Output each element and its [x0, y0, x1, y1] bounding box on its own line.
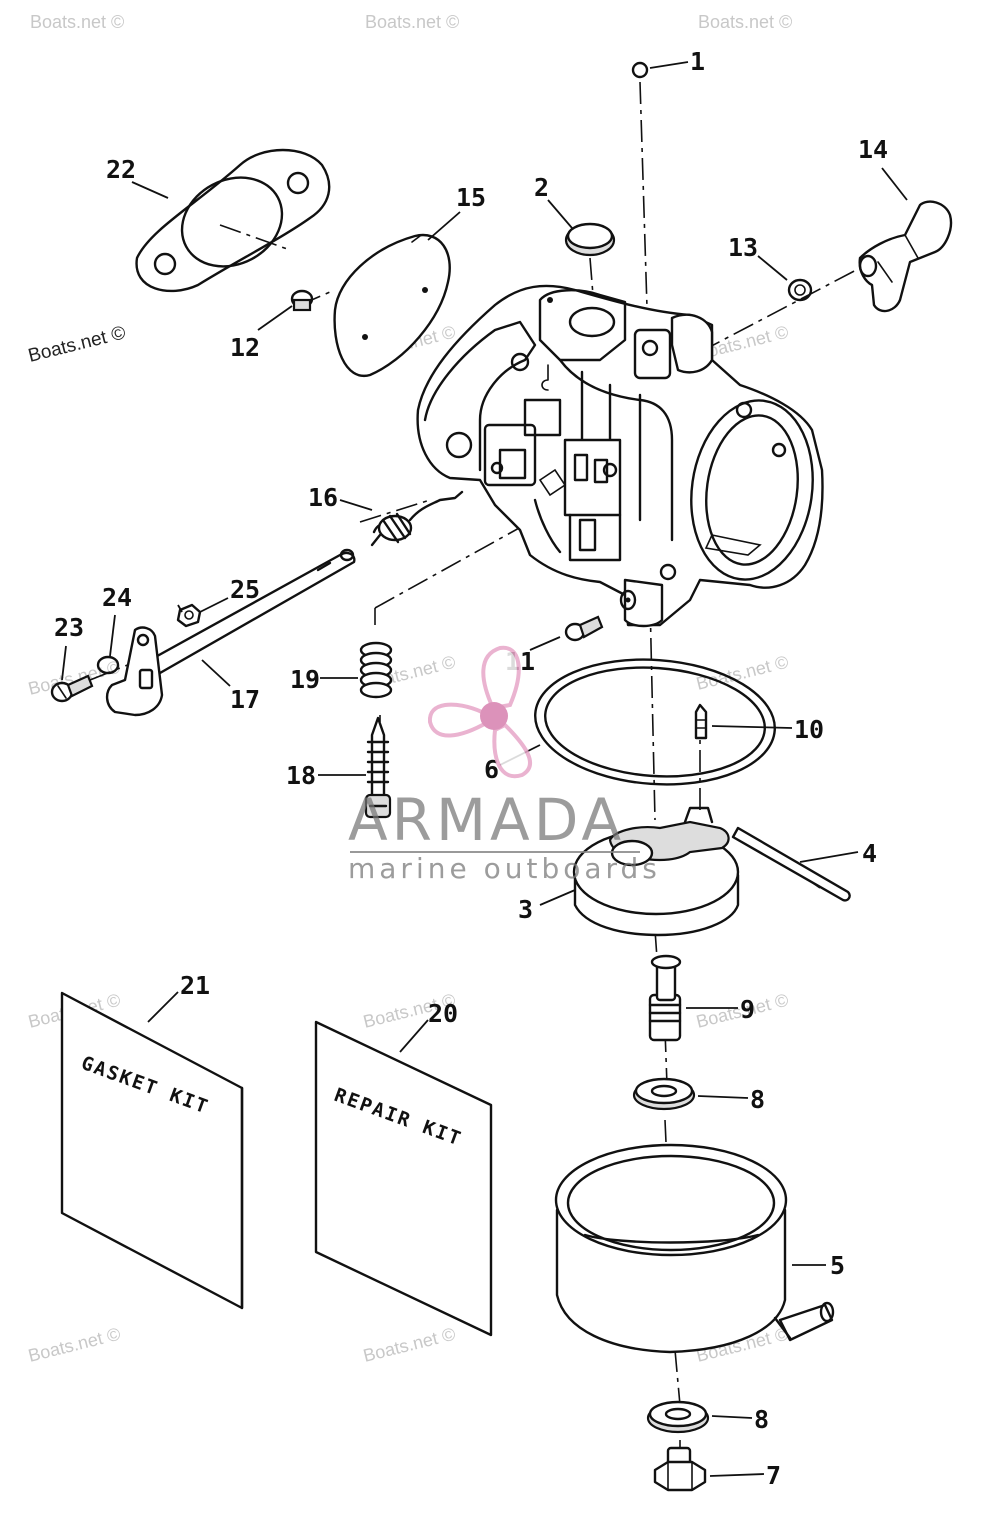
watermark: Boats.net © [26, 1324, 122, 1366]
callout-10: 10 [794, 715, 824, 744]
propeller-icon [427, 645, 533, 779]
float-pin-part-4 [731, 826, 851, 902]
armada-logo: ARMADA marine outboards [348, 645, 661, 885]
callout-20: 20 [428, 999, 458, 1028]
callout-3: 3 [518, 895, 533, 924]
watermark: Boats.net © [361, 1324, 457, 1366]
o-ring-part-13 [787, 278, 813, 302]
spring-part-19 [359, 641, 393, 699]
carburetor-body [416, 284, 824, 628]
screw-part-11 [564, 615, 604, 642]
callout-18: 18 [286, 761, 316, 790]
repair-kit-card-part-20: REPAIR KIT [314, 1020, 493, 1337]
brand-name: ARMADA [348, 786, 625, 854]
callout-13: 13 [728, 233, 758, 262]
callout-23: 23 [54, 613, 84, 642]
callout-8-lower: 8 [754, 1405, 769, 1434]
watermark: Boats.net © [30, 12, 124, 32]
watermark: Boats.net © [26, 322, 128, 366]
cover-plate-part-15 [333, 233, 451, 378]
washer-part-8-upper [632, 1077, 696, 1111]
throttle-shaft-part-17 [148, 548, 356, 675]
callout-12: 12 [230, 333, 260, 362]
callout-2: 2 [534, 173, 549, 202]
nut-part-25 [176, 603, 202, 628]
callout-25: 25 [230, 575, 260, 604]
callout-8-upper: 8 [750, 1085, 765, 1114]
watermark: Boats.net © [694, 652, 790, 694]
callout-16: 16 [308, 483, 338, 512]
callout-19: 19 [290, 665, 320, 694]
callout-14: 14 [858, 135, 888, 164]
callout-24: 24 [102, 583, 132, 612]
flange-gasket-part-22 [135, 148, 331, 293]
callout-4: 4 [862, 839, 877, 868]
callout-1: 1 [690, 47, 705, 76]
leader-lines [61, 61, 908, 1477]
drain-plug-part-7 [653, 1446, 707, 1492]
watermark: Boats.net © [365, 12, 459, 32]
throttle-lever-part-24 [96, 626, 164, 717]
inlet-needle-part-10 [694, 703, 708, 740]
screw-part-23 [50, 674, 94, 703]
callout-5: 5 [830, 1251, 845, 1280]
plug-part-2 [564, 222, 616, 257]
cap-part-1 [631, 61, 649, 79]
callout-6: 6 [484, 755, 499, 784]
mixture-needle-part-18 [364, 716, 392, 819]
float-bowl-part-5 [554, 1143, 835, 1354]
callout-numbers: 1 2 3 4 5 6 7 8 8 9 10 11 12 13 14 15 16… [54, 47, 888, 1490]
callout-17: 17 [230, 685, 260, 714]
gasket-kit-card-part-21: GASKET KIT [60, 991, 244, 1310]
fuel-fitting-part-14 [858, 200, 953, 313]
callout-21: 21 [180, 971, 210, 1000]
callout-9: 9 [740, 995, 755, 1024]
brand-tagline: marine outboards [348, 852, 661, 885]
spring-part-16 [370, 490, 464, 547]
callout-15: 15 [456, 183, 486, 212]
callout-22: 22 [106, 155, 136, 184]
main-jet-part-9 [648, 954, 682, 1042]
callout-7: 7 [766, 1461, 781, 1490]
washer-part-8-lower [646, 1400, 710, 1434]
watermark: Boats.net © [698, 12, 792, 32]
bowl-gasket-part-6 [534, 658, 776, 786]
screw-part-12 [290, 289, 314, 312]
